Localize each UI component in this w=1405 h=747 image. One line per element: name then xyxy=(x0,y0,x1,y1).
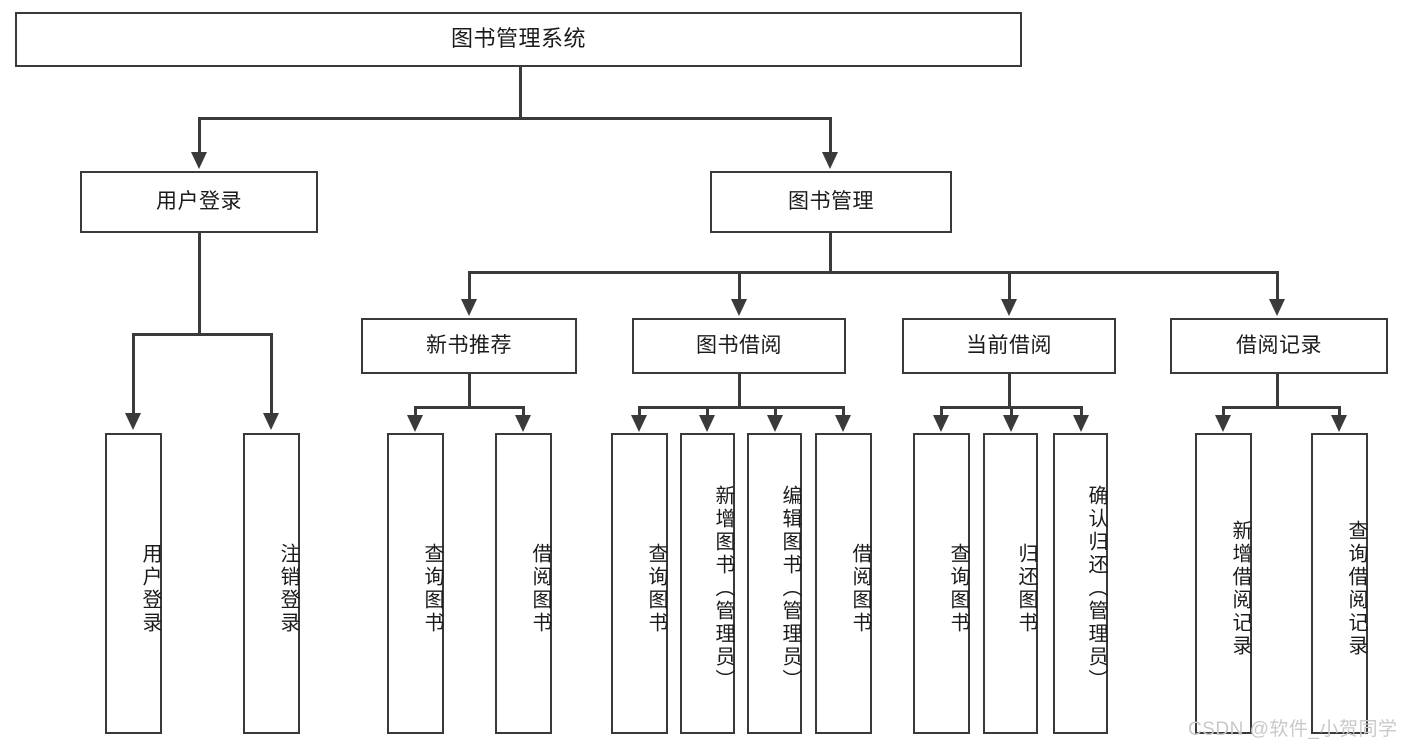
leaf-book-borrow-4[interactable]: 借阅图书 xyxy=(815,433,872,734)
node-label: 图书管理 xyxy=(788,190,874,214)
node-label: 当前借阅 xyxy=(966,334,1052,358)
arrow-book-borrow-to-leaf-4 xyxy=(835,415,851,432)
node-label: 图书借阅 xyxy=(696,334,782,358)
node-label: 确认归还（管理员） xyxy=(1085,485,1107,692)
connector-new-book-to-leaf-1 xyxy=(414,406,417,418)
node-borrow-record[interactable]: 借阅记录 xyxy=(1170,318,1388,374)
node-label: 借阅图书 xyxy=(529,542,551,635)
arrow-new-book-to-leaf-1 xyxy=(407,415,423,432)
connector-borrow-record-to-leaf-2 xyxy=(1338,406,1341,418)
leaf-borrow-record-2[interactable]: 查询借阅记录 xyxy=(1311,433,1368,734)
node-label: 借阅记录 xyxy=(1236,334,1322,358)
node-label: 查询图书 xyxy=(947,542,969,635)
arrow-book-borrow-to-leaf-2 xyxy=(699,415,715,432)
arrow-book-manage-to-current xyxy=(1001,299,1017,316)
node-label: 新增图书（管理员） xyxy=(712,485,734,692)
leaf-user-login-2[interactable]: 注销登录 xyxy=(243,433,300,734)
connector-user-login-to-leaf-1 xyxy=(132,333,135,415)
connector-user-login-bar xyxy=(132,333,272,336)
connector-new-book-to-leaf-2 xyxy=(522,406,525,418)
node-book-manage[interactable]: 图书管理 xyxy=(710,171,952,233)
leaf-book-borrow-3[interactable]: 编辑图书（管理员） xyxy=(747,433,802,734)
connector-book-borrow-to-leaf-4 xyxy=(842,406,845,418)
connector-root-bar xyxy=(198,117,831,120)
connector-root-stem xyxy=(519,67,522,119)
arrow-borrow-record-to-leaf-1 xyxy=(1215,415,1231,432)
leaf-borrow-record-1[interactable]: 新增借阅记录 xyxy=(1195,433,1252,734)
leaf-user-login-1[interactable]: 用户登录 xyxy=(105,433,162,734)
connector-book-borrow-stem xyxy=(738,374,741,408)
csdn-watermark: CSDN @软件_小贺同学 xyxy=(1188,714,1397,741)
arrow-borrow-record-to-leaf-2 xyxy=(1331,415,1347,432)
leaf-book-borrow-1[interactable]: 查询图书 xyxy=(611,433,668,734)
connector-borrow-record-to-leaf-1 xyxy=(1222,406,1225,418)
connector-book-manage-to-borrow xyxy=(738,271,741,301)
connector-book-borrow-to-leaf-3 xyxy=(774,406,777,418)
arrow-user-login-to-leaf-1 xyxy=(125,413,141,430)
node-book-borrow[interactable]: 图书借阅 xyxy=(632,318,846,374)
connector-current-borrow-to-leaf-1 xyxy=(940,406,943,418)
node-root-system[interactable]: 图书管理系统 xyxy=(15,12,1022,67)
leaf-new-book-recommend-2[interactable]: 借阅图书 xyxy=(495,433,552,734)
connector-root-to-user-login xyxy=(198,117,201,154)
node-label: 归还图书 xyxy=(1015,542,1037,635)
arrow-book-borrow-to-leaf-1 xyxy=(631,415,647,432)
connector-book-borrow-bar xyxy=(638,406,844,409)
leaf-current-borrow-1[interactable]: 查询图书 xyxy=(913,433,970,734)
leaf-new-book-recommend-1[interactable]: 查询图书 xyxy=(387,433,444,734)
node-label: 借阅图书 xyxy=(849,542,871,635)
leaf-book-borrow-2[interactable]: 新增图书（管理员） xyxy=(680,433,735,734)
arrow-book-manage-to-borrow xyxy=(731,299,747,316)
connector-user-login-to-leaf-2 xyxy=(270,333,273,415)
node-label: 查询图书 xyxy=(421,542,443,635)
connector-current-borrow-to-leaf-3 xyxy=(1080,406,1083,418)
connector-book-manage-to-current xyxy=(1008,271,1011,301)
arrow-book-manage-to-new-book xyxy=(461,299,477,316)
arrow-current-borrow-to-leaf-1 xyxy=(933,415,949,432)
leaf-current-borrow-2[interactable]: 归还图书 xyxy=(983,433,1038,734)
connector-book-manage-bar xyxy=(468,271,1278,274)
arrow-root-to-book-manage xyxy=(822,152,838,169)
connector-borrow-record-bar xyxy=(1222,406,1340,409)
connector-book-borrow-to-leaf-2 xyxy=(706,406,709,418)
node-label: 查询图书 xyxy=(645,542,667,635)
connector-new-book-stem xyxy=(468,374,471,408)
connector-book-manage-stem xyxy=(829,233,832,273)
leaf-current-borrow-3[interactable]: 确认归还（管理员） xyxy=(1053,433,1108,734)
arrow-current-borrow-to-leaf-3 xyxy=(1073,415,1089,432)
node-label: 用户登录 xyxy=(156,190,242,214)
node-label: 用户登录 xyxy=(139,542,161,635)
node-label: 编辑图书（管理员） xyxy=(779,485,801,692)
node-new-book-recommend[interactable]: 新书推荐 xyxy=(361,318,577,374)
connector-current-borrow-stem xyxy=(1008,374,1011,408)
node-user-login[interactable]: 用户登录 xyxy=(80,171,318,233)
arrow-new-book-to-leaf-2 xyxy=(515,415,531,432)
connector-user-login-stem xyxy=(198,233,201,335)
connector-new-book-bar xyxy=(414,406,524,409)
arrow-book-borrow-to-leaf-3 xyxy=(767,415,783,432)
arrow-user-login-to-leaf-2 xyxy=(263,413,279,430)
node-current-borrow[interactable]: 当前借阅 xyxy=(902,318,1116,374)
node-label: 图书管理系统 xyxy=(450,26,586,52)
connector-current-borrow-to-leaf-2 xyxy=(1010,406,1013,418)
arrow-book-manage-to-record xyxy=(1269,299,1285,316)
connector-borrow-record-stem xyxy=(1276,374,1279,408)
node-label: 新增借阅记录 xyxy=(1229,519,1251,658)
node-label: 新书推荐 xyxy=(426,334,512,358)
arrow-root-to-user-login xyxy=(191,152,207,169)
node-label: 查询借阅记录 xyxy=(1345,519,1367,658)
connector-book-manage-to-record xyxy=(1276,271,1279,301)
watermark-text: CSDN @软件_小贺同学 xyxy=(1188,719,1398,740)
connector-book-borrow-to-leaf-1 xyxy=(638,406,641,418)
connector-book-manage-to-new-book xyxy=(468,271,471,301)
arrow-current-borrow-to-leaf-2 xyxy=(1003,415,1019,432)
connector-root-to-book-manage xyxy=(829,117,832,154)
node-label: 注销登录 xyxy=(277,542,299,635)
